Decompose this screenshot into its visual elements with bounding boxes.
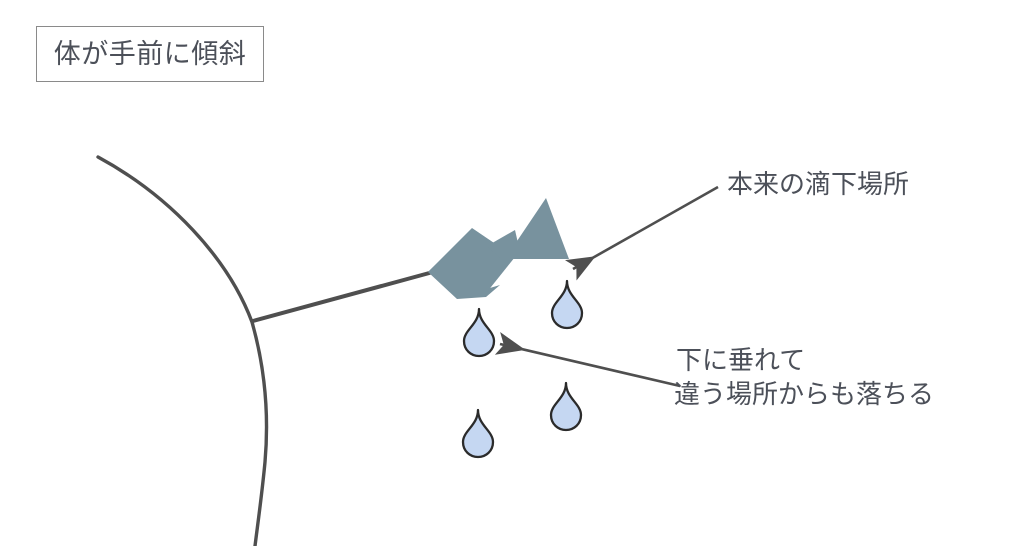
annotation-intended-drip-label: 本来の滴下場所 xyxy=(727,169,910,199)
hand-polygon-connector xyxy=(487,230,520,259)
annotation-stray-drip-line1: 下に垂れて xyxy=(676,345,806,375)
arrow-to-intended-droplet xyxy=(564,185,719,281)
title-label: 体が手前に傾斜 xyxy=(53,38,247,69)
annotation-stray-drip: 下に垂れて 違う場所からも落ちる xyxy=(674,343,935,412)
title-box: 体が手前に傾斜 xyxy=(36,26,264,82)
droplet-stray-upper-left xyxy=(462,307,496,358)
annotation-intended-drip: 本来の滴下場所 xyxy=(727,167,909,201)
hand-polygon-right xyxy=(487,198,569,259)
arrow-to-stray-droplet xyxy=(494,332,681,388)
droplet-stray-lower-left xyxy=(461,408,495,459)
droplet-stray-lower-right xyxy=(549,381,583,432)
annotation-stray-drip-line2: 違う場所からも落ちる xyxy=(674,379,935,410)
droplet-intended xyxy=(550,279,584,330)
body-outline-arc xyxy=(96,155,269,546)
arm-line xyxy=(251,270,435,323)
